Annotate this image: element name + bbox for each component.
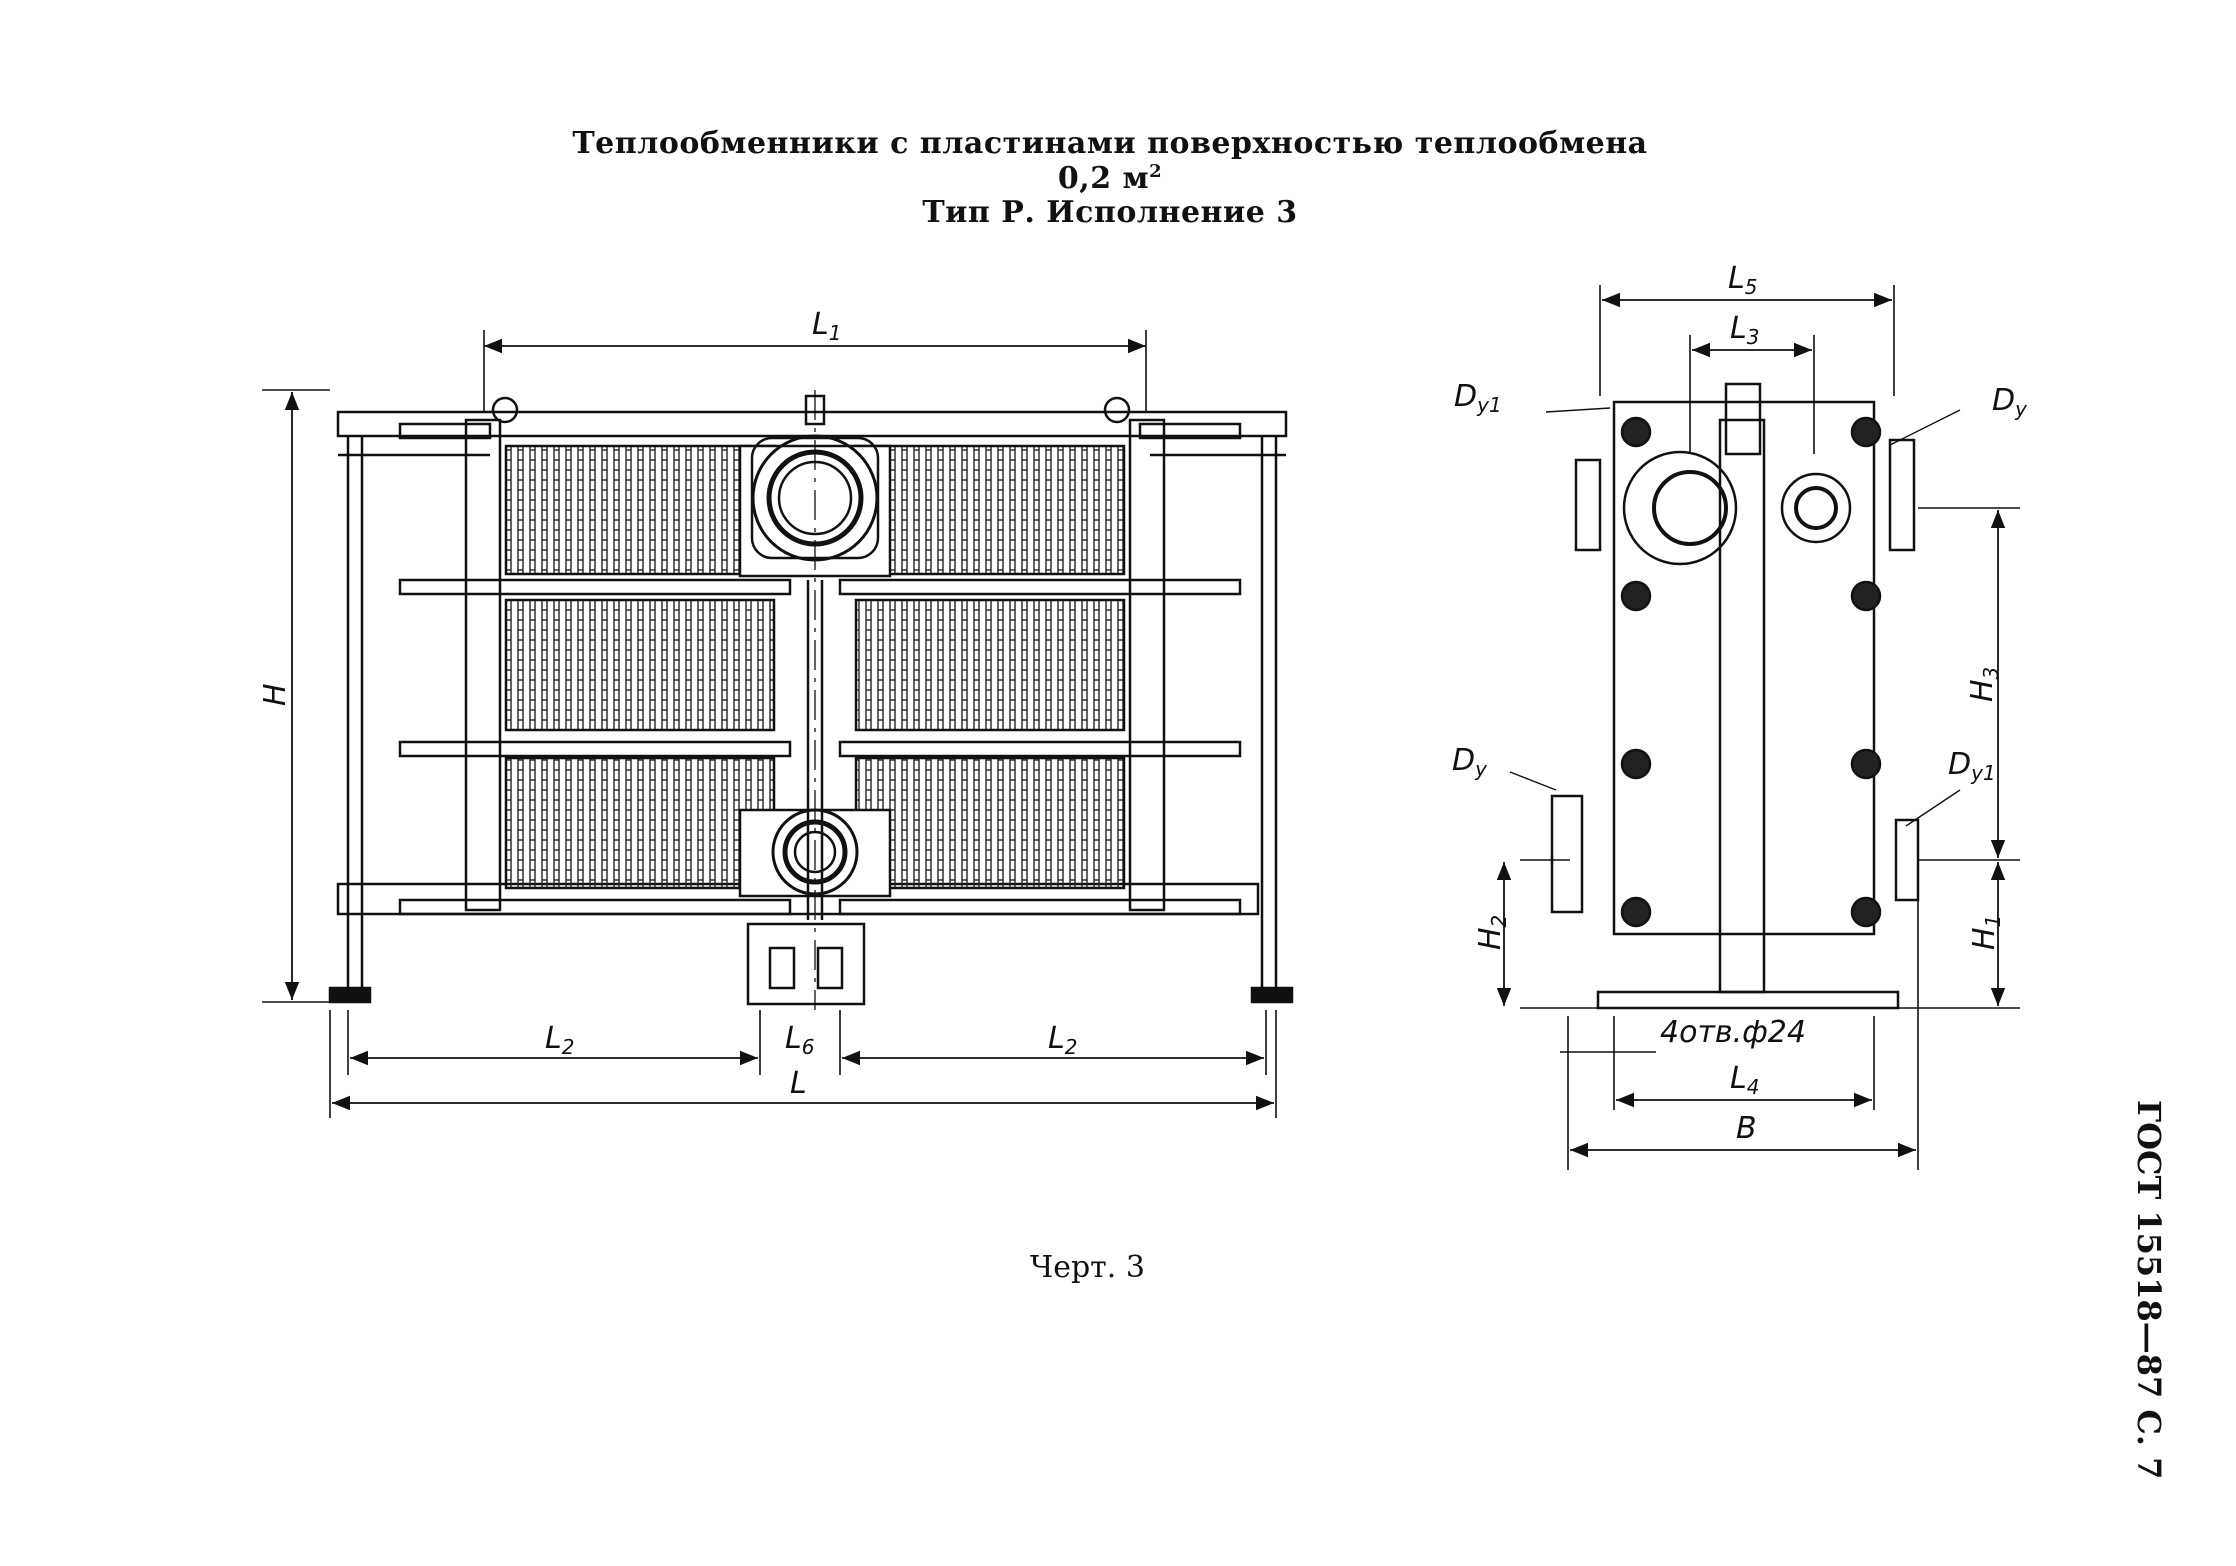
support-channel [746,922,866,1006]
label-H1: H1 [1967,915,2005,950]
pressure-plate-side [1612,400,1876,936]
title-superscript: 2 [1149,161,1163,182]
label-H3: H3 [1965,667,2003,702]
secondary-nozzle-flange [1780,472,1852,544]
right-pressure-plate [1128,418,1166,912]
label-L2-right: L2 [1048,1021,1077,1059]
lifting-lug [491,396,519,424]
plate-pack [504,444,776,576]
label-L1: L1 [812,307,841,345]
base-plate [1596,990,1900,1010]
side-view [1496,285,2020,1170]
dy-top-flange [1888,438,1916,552]
label-Dy1-bottom: Dy1 [1948,747,1996,785]
center-column [1718,418,1766,994]
tie-bolts [398,422,1242,920]
front-view [262,330,1294,1118]
label-L4: L4 [1730,1061,1759,1099]
label-B: B [1736,1111,1757,1146]
label-Dy-top: Dy [1992,383,2028,421]
dy1-top-flange [1574,458,1602,552]
label-L2-left: L2 [545,1021,574,1059]
label-L3: L3 [1730,311,1759,349]
label-L: L [790,1066,807,1101]
page-title: Теплообменники с пластинами поверхностью… [572,126,1648,196]
label-L5: L5 [1728,261,1757,299]
top-bracket [1724,382,1762,456]
label-L6: L6 [785,1021,814,1059]
bolt-holes [1620,416,1882,928]
figure-caption: Черт. 3 [1030,1250,1145,1285]
label-Dy-bottom: Dy [1452,743,1488,781]
dy1-bottom-flange [1894,818,1920,902]
dy-bottom-flange [1550,794,1584,914]
right-foot [1250,986,1294,1004]
page-subtitle: Тип Р. Исполнение 3 [922,195,1298,230]
label-holes: 4отв.ф24 [1660,1015,1806,1050]
label-H2: H2 [1473,915,1511,950]
label-H: H [258,683,293,706]
label-Dy1-top: Dy1 [1454,379,1502,417]
left-foot [328,986,372,1004]
left-pressure-plate [464,418,502,912]
main-nozzle-flange [1622,450,1738,566]
